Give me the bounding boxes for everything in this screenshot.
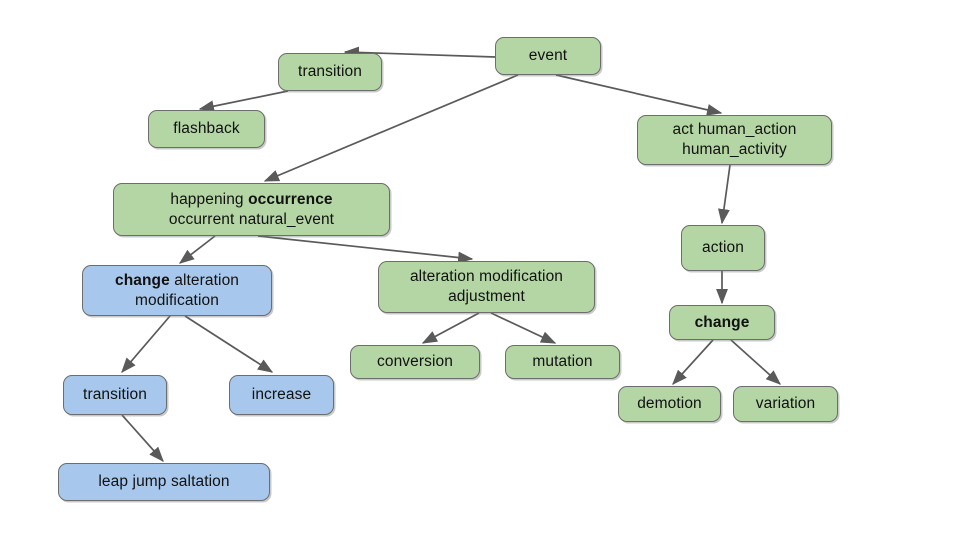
- node-label: event: [528, 47, 568, 65]
- node-variation[interactable]: variation: [733, 386, 838, 422]
- edge-change_blue-to-increase: [184, 315, 274, 373]
- node-label: transition: [298, 63, 362, 81]
- node-demotion[interactable]: demotion: [618, 386, 721, 422]
- node-label: mutation: [532, 353, 593, 371]
- edge-alteration_green-to-conversion: [421, 312, 480, 344]
- edge-change_blue-to-transition_blue: [121, 315, 171, 374]
- node-flashback[interactable]: flashback: [148, 110, 265, 148]
- node-conversion[interactable]: conversion: [350, 345, 480, 379]
- edge-happening-to-alteration_green: [257, 235, 474, 264]
- node-change_green[interactable]: change: [669, 305, 775, 340]
- node-label: increase: [251, 386, 312, 404]
- edge-act-to-action: [718, 164, 731, 225]
- node-action[interactable]: action: [681, 225, 765, 271]
- node-label: leap jump saltation: [98, 473, 230, 491]
- node-transition_blue[interactable]: transition: [63, 375, 167, 415]
- node-label: change: [694, 313, 750, 331]
- node-leap[interactable]: leap jump saltation: [58, 463, 270, 501]
- edge-transition_top-to-flashback: [198, 90, 289, 113]
- node-increase[interactable]: increase: [229, 375, 334, 415]
- node-label: transition: [83, 386, 147, 404]
- node-mutation[interactable]: mutation: [505, 345, 620, 379]
- edge-change_green-to-variation: [730, 339, 782, 385]
- node-label: flashback: [173, 120, 240, 138]
- edge-transition_blue-to-leap: [121, 414, 164, 463]
- node-label: variation: [755, 395, 816, 413]
- edge-happening-to-change_blue: [178, 235, 216, 264]
- edge-event-to-act: [555, 74, 723, 116]
- node-label: demotion: [637, 395, 702, 413]
- node-transition_top[interactable]: transition: [278, 53, 382, 91]
- edge-alteration_green-to-mutation: [490, 312, 557, 344]
- node-label: conversion: [377, 353, 453, 371]
- node-event[interactable]: event: [495, 37, 601, 75]
- node-label: action: [702, 239, 744, 257]
- edge-change_green-to-demotion: [672, 339, 714, 386]
